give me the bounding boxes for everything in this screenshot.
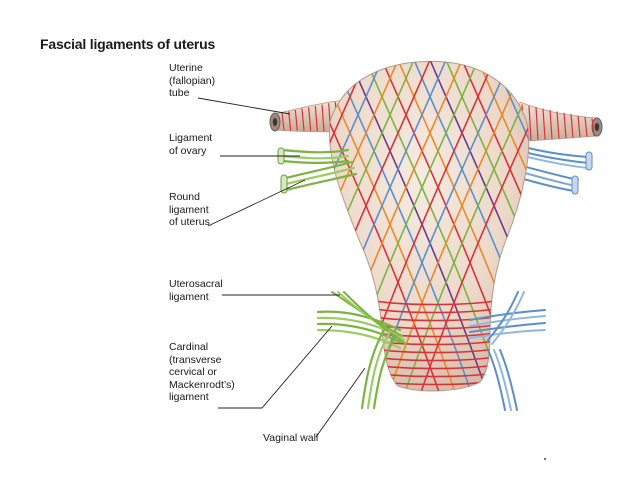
fiber-ring: [369, 299, 501, 306]
tube-ring: [556, 111, 560, 139]
label-uterine-tube: Uterine(fallopian)tube: [169, 62, 216, 99]
fiber-diagonal: [475, 61, 529, 391]
leader-round-ligament: [207, 179, 306, 227]
tube-ring: [288, 111, 292, 131]
fiber-diagonal: [329, 61, 385, 391]
leader-lines: [197, 97, 366, 438]
fiber-diagonal: [443, 61, 529, 391]
right-fallopian-tube: [514, 101, 603, 143]
leader-vaginal-wall: [315, 367, 366, 438]
fiber-diagonal: [491, 61, 529, 391]
tube-ring: [570, 114, 574, 138]
left-round-ligament: [280, 160, 358, 194]
tube-ring: [591, 118, 595, 137]
tube-ring: [563, 112, 567, 138]
fiber-diagonal: [523, 61, 529, 391]
fiber-diagonal: [540, 55, 638, 395]
fiber-ring: [369, 315, 501, 322]
vaginal-wall-fibers: [360, 328, 398, 410]
dot-mark: [544, 458, 546, 460]
tube-ring: [577, 115, 581, 137]
tube-ring: [321, 104, 325, 132]
tube-ring: [584, 116, 588, 137]
tube-ring: [281, 112, 285, 131]
leader-uterine-tube: [197, 97, 291, 115]
tube-ring: [549, 109, 553, 139]
fiber-diagonal: [329, 61, 449, 391]
right-cardinal-ligament: [469, 291, 546, 411]
fiber-diagonal: [329, 61, 417, 391]
tube-ring: [542, 108, 546, 140]
figure-title: Fascial ligaments of uterus: [40, 36, 216, 52]
fiber-ring: [369, 307, 501, 314]
tube-ring: [308, 107, 312, 132]
fiber-diagonal: [419, 61, 529, 391]
leader-cardinal: [218, 325, 333, 409]
tube-ring: [528, 105, 532, 141]
tube-ring: [301, 108, 305, 131]
fiber-diagonal: [329, 61, 433, 391]
fiber-diagonal: [329, 61, 369, 391]
tube-ring: [294, 109, 298, 131]
tube-ring: [535, 107, 539, 140]
tube-ring: [314, 105, 318, 132]
label-vaginal-wall: Vaginal wall: [263, 432, 319, 444]
